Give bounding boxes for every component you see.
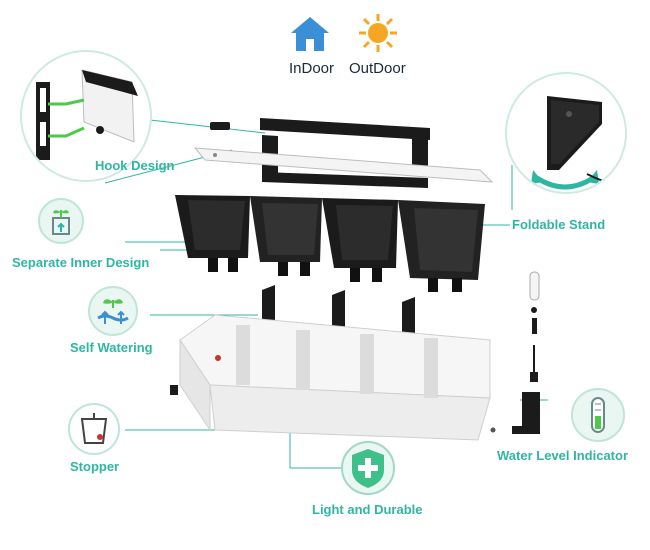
indoor-label: InDoor [289,60,335,77]
water-level-icon [571,388,625,442]
sun-icon [358,13,398,53]
self-watering-label: Self Watering [70,340,153,355]
stopper-icon [68,403,120,455]
outdoor-label: OutDoor [349,60,406,77]
hook-design-label: Hook Design [95,158,175,173]
separate-inner-label: Separate Inner Design [12,255,150,270]
plant-pot-icon [38,198,84,244]
house-icon [289,15,331,53]
hanging-rail [193,118,494,188]
water-level-parts [512,271,540,434]
shield-plus-icon [341,441,395,495]
outer-tray [170,314,496,441]
stopper-label: Stopper [70,459,120,474]
stand-detail-circle [505,72,627,194]
foldable-stand-label: Foldable Stand [512,217,606,232]
hook-detail-circle [20,50,152,182]
water-level-label: Water Level Indicator [497,448,628,463]
self-watering-icon [88,286,138,336]
light-durable-label: Light and Durable [312,502,423,517]
inner-pots [175,195,485,292]
